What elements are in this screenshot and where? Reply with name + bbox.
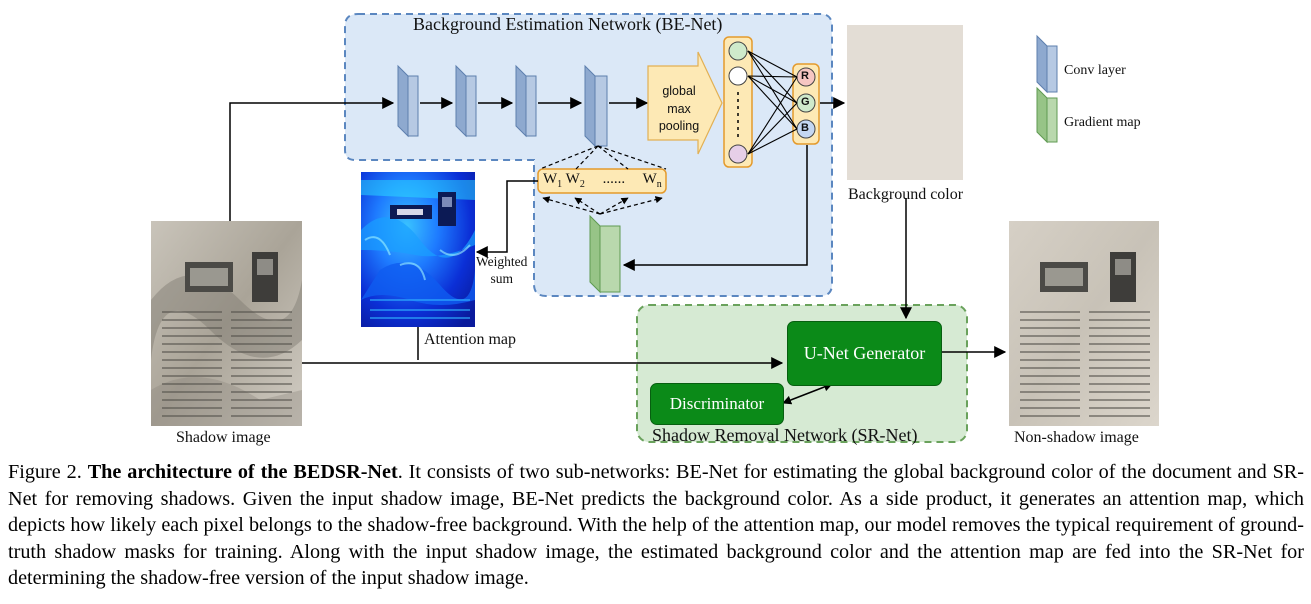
non-shadow-image-label: Non-shadow image: [1014, 429, 1139, 446]
rgb-g-label: G: [801, 96, 810, 108]
background-color-swatch: [847, 25, 963, 180]
non-shadow-image: [1009, 221, 1159, 426]
shadow-image: [151, 221, 302, 426]
legend-conv-icon: [1036, 34, 1048, 94]
architecture-diagram: Background Estimation Network (BE-Net) g…: [151, 13, 1159, 446]
conv-layers: [397, 64, 608, 148]
conv-layer-1: [397, 64, 409, 138]
weighted-sum-label: Weighted sum: [476, 254, 528, 286]
weights-label: W1 W2 ...... Wn: [543, 171, 662, 190]
caption-text: . It consists of two sub-networks: BE-Ne…: [8, 461, 1304, 589]
shadow-image-label: Shadow image: [176, 429, 271, 446]
caption-prefix: Figure 2.: [8, 461, 88, 483]
attention-map-label: Attention map: [424, 331, 516, 348]
figure-caption: Figure 2. The architecture of the BEDSR-…: [8, 459, 1304, 592]
conv-layer-2: [455, 64, 467, 138]
conv-layer-3: [515, 64, 527, 138]
rgb-b-label: B: [801, 122, 809, 134]
global-max-pooling-label: global max pooling: [658, 84, 700, 133]
legend-gradient-label: Gradient map: [1064, 115, 1141, 130]
sr-net-title: Shadow Removal Network (SR-Net): [652, 425, 918, 445]
caption-bold-title: The architecture of the BEDSR-Net: [87, 461, 398, 483]
legend-gradient-icon: [1036, 86, 1048, 144]
background-color-label: Background color: [848, 186, 964, 203]
global-max-pooling-block: [647, 51, 723, 155]
conv-layer-4: [584, 64, 596, 148]
gradient-map: [589, 214, 601, 294]
attention-map-image: [361, 172, 475, 327]
unet-generator-box: U-Net Generator: [787, 321, 942, 386]
legend-conv-label: Conv layer: [1064, 63, 1126, 78]
rgb-r-label: R: [801, 70, 809, 82]
discriminator-box: Discriminator: [650, 383, 784, 425]
be-net-title: Background Estimation Network (BE-Net): [413, 14, 723, 34]
